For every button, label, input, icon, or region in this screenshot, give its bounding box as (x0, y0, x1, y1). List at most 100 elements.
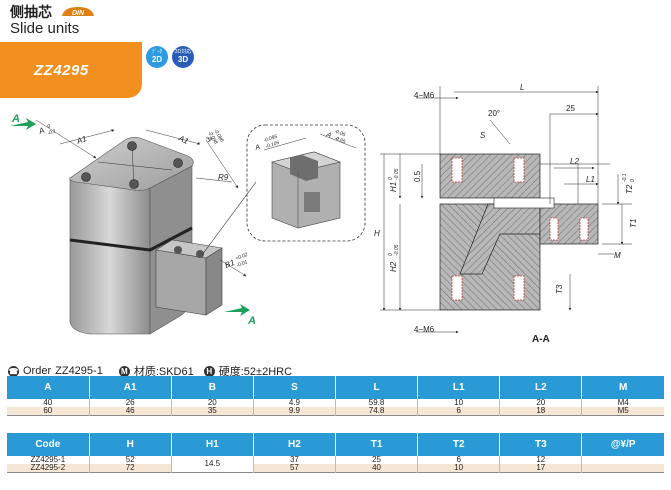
col-b: B (171, 376, 254, 399)
table-cell: 37 (253, 456, 337, 464)
label: 20° (488, 109, 500, 118)
label: -0.095 (263, 134, 279, 144)
price-cell (581, 464, 664, 473)
product-subtitle: Slide units (10, 20, 80, 37)
table-cell: 6 (417, 456, 501, 464)
label: A1 (176, 133, 190, 146)
label: A (11, 113, 20, 125)
table-cell: 18 (499, 407, 583, 416)
label: L (520, 84, 524, 92)
view-arrow-bottom (224, 304, 250, 316)
order-label: Order (23, 365, 52, 377)
material-spec: 材质:SKD61 (133, 366, 194, 378)
label: H (374, 229, 380, 238)
price-cell (581, 456, 664, 464)
label: -0.105 (265, 140, 281, 150)
table-cell: 57 (253, 464, 337, 473)
badge-3d-label: 3D (177, 55, 189, 64)
label: T1 (629, 219, 638, 228)
screw-holes (81, 141, 183, 189)
col-l2: L2 (499, 376, 583, 399)
table-cell: 20 (499, 399, 583, 407)
label: -0.05 (394, 168, 400, 180)
badge-2d-caption: ﾃﾞｰﾀ (151, 49, 162, 55)
phone-icon: ☎ (8, 365, 19, 377)
table-cell: 46 (89, 407, 172, 416)
product-code: ZZ4295 (34, 62, 89, 79)
table-cell: 10 (417, 399, 501, 407)
label: L2 (570, 157, 579, 166)
label: -0.06 (333, 128, 346, 138)
label: A (254, 144, 262, 153)
din-logo: DIN (62, 7, 94, 17)
label: 25 (566, 104, 575, 113)
product-code-cell[interactable]: ZZ4295-2 (7, 464, 90, 473)
col-s: S (253, 376, 337, 399)
table-cell: 6 (417, 407, 501, 416)
label: -0.1 (622, 173, 628, 182)
table-cell: 60 (7, 407, 90, 416)
product-title: 侧抽芯 (10, 4, 52, 20)
col-price: @¥/P (581, 433, 664, 456)
hardness-icon: H (203, 365, 215, 377)
table-cell: 17 (499, 464, 583, 473)
label: R9 (218, 173, 229, 182)
table-cell: M5 (581, 407, 664, 416)
table-cell: 25 (335, 456, 419, 464)
label: -0.05 (394, 244, 400, 256)
col-a: A (7, 376, 90, 399)
order-code: ZZ4295-1 (55, 365, 103, 377)
label: A (204, 134, 215, 144)
label: H1 (389, 182, 398, 192)
block-top-face (69, 137, 194, 191)
label: A (247, 315, 256, 327)
label: T2 (625, 184, 634, 194)
product-code-cell[interactable]: ZZ4295-1 (7, 456, 90, 464)
col-t2: T2 (417, 433, 501, 456)
table-cell: 40 (7, 399, 90, 407)
table-cell: 12 (499, 456, 583, 464)
label: 0 (388, 177, 394, 180)
label: 4−M6 (414, 325, 435, 334)
col-t1: T1 (335, 433, 419, 456)
code-table: Code H H1 H2 T1 T2 T3 @¥/P ZZ4295-1 52 1… (7, 433, 664, 473)
col-code: Code (7, 433, 90, 456)
table-cell: 10 (417, 464, 501, 473)
label: 0.5 (413, 170, 422, 182)
label: T3 (555, 284, 564, 294)
table-cell: 4.9 (253, 399, 337, 407)
label: 4−M6 (414, 91, 435, 100)
detail-view: A -0.095 -0.105 A -0.06 -0.05 (246, 124, 366, 242)
label: A1 (75, 134, 88, 146)
label: A (324, 131, 332, 140)
isometric-drawing: A A A 0 -0.1 A1 A1 A -0.086 -0.098 R9 B1… (10, 113, 256, 335)
badge-2d-label: 2D (151, 55, 163, 64)
label: A (37, 126, 46, 137)
label: 0 (630, 179, 636, 182)
label: +0.02 (235, 252, 249, 262)
label: 0 (388, 253, 394, 256)
label: S (480, 131, 486, 140)
table-cell: 74.8 (335, 407, 419, 416)
material-icon: M (118, 365, 130, 377)
label: -0.01 (236, 259, 249, 269)
table-cell: 59.8 (335, 399, 419, 407)
table-cell: 26 (89, 399, 172, 407)
table-cell: 20 (171, 399, 254, 407)
view-arrow-left (10, 118, 36, 130)
col-h: H (89, 433, 172, 456)
parting-line (69, 226, 193, 252)
label: L1 (586, 175, 595, 184)
table-cell: 9.9 (253, 407, 337, 416)
table-cell: 35 (171, 407, 254, 416)
col-t3: T3 (499, 433, 583, 456)
h1-merged-cell: 14.5 (171, 456, 254, 473)
